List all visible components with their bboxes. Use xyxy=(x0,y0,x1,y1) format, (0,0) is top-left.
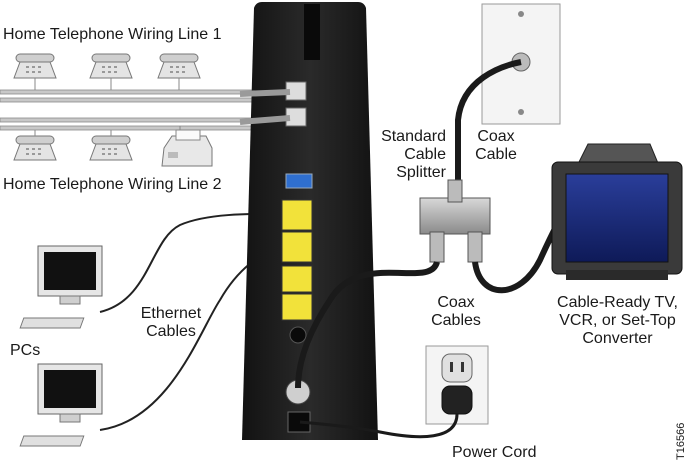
label-pcs: PCs xyxy=(10,342,40,360)
label-line: Cables xyxy=(126,323,216,341)
label-line: Standard xyxy=(360,128,446,146)
label-power-cord: Power Cord xyxy=(452,444,536,462)
ethernet-port-2 xyxy=(282,232,312,262)
label-home-telephone-line-1: Home Telephone Wiring Line 1 xyxy=(3,26,222,44)
label-line: Cable-Ready TV, xyxy=(550,294,685,312)
label-coax-cable: Coax Cable xyxy=(466,128,526,164)
label-ethernet-cables: Ethernet Cables xyxy=(126,305,216,341)
telephone-icon xyxy=(14,54,56,90)
cable-modem xyxy=(242,2,378,440)
label-line: Splitter xyxy=(360,164,446,182)
ethernet-port-4 xyxy=(282,294,312,320)
telephone-icon xyxy=(14,130,56,160)
telephone-icon xyxy=(90,130,132,160)
pc-icon xyxy=(20,246,102,328)
power-outlet xyxy=(426,346,488,424)
cable-splitter xyxy=(420,180,490,262)
fax-machine-icon xyxy=(162,126,212,166)
label-line: VCR, or Set-Top xyxy=(550,312,685,330)
label-line: Cables xyxy=(420,312,492,330)
label-coax-cables: Coax Cables xyxy=(420,294,492,330)
ethernet-port-3 xyxy=(282,266,312,292)
label-home-telephone-line-2: Home Telephone Wiring Line 2 xyxy=(3,176,222,194)
telephone-icon xyxy=(90,54,132,90)
label-cable-ready-tv: Cable-Ready TV, VCR, or Set-Top Converte… xyxy=(550,294,685,348)
usb-port xyxy=(286,174,312,188)
pc-icon xyxy=(20,364,102,446)
label-standard-cable-splitter: Standard Cable Splitter xyxy=(360,128,446,182)
ethernet-port-1 xyxy=(282,200,312,230)
label-line: Cable xyxy=(466,146,526,164)
label-line: Cable xyxy=(360,146,446,164)
label-line: Coax xyxy=(466,128,526,146)
label-line: Coax xyxy=(420,294,492,312)
label-line: Converter xyxy=(550,330,685,348)
label-line: Ethernet xyxy=(126,305,216,323)
figure-code: T16566 xyxy=(672,423,688,460)
telephone-icon xyxy=(158,54,200,90)
television xyxy=(552,144,682,280)
